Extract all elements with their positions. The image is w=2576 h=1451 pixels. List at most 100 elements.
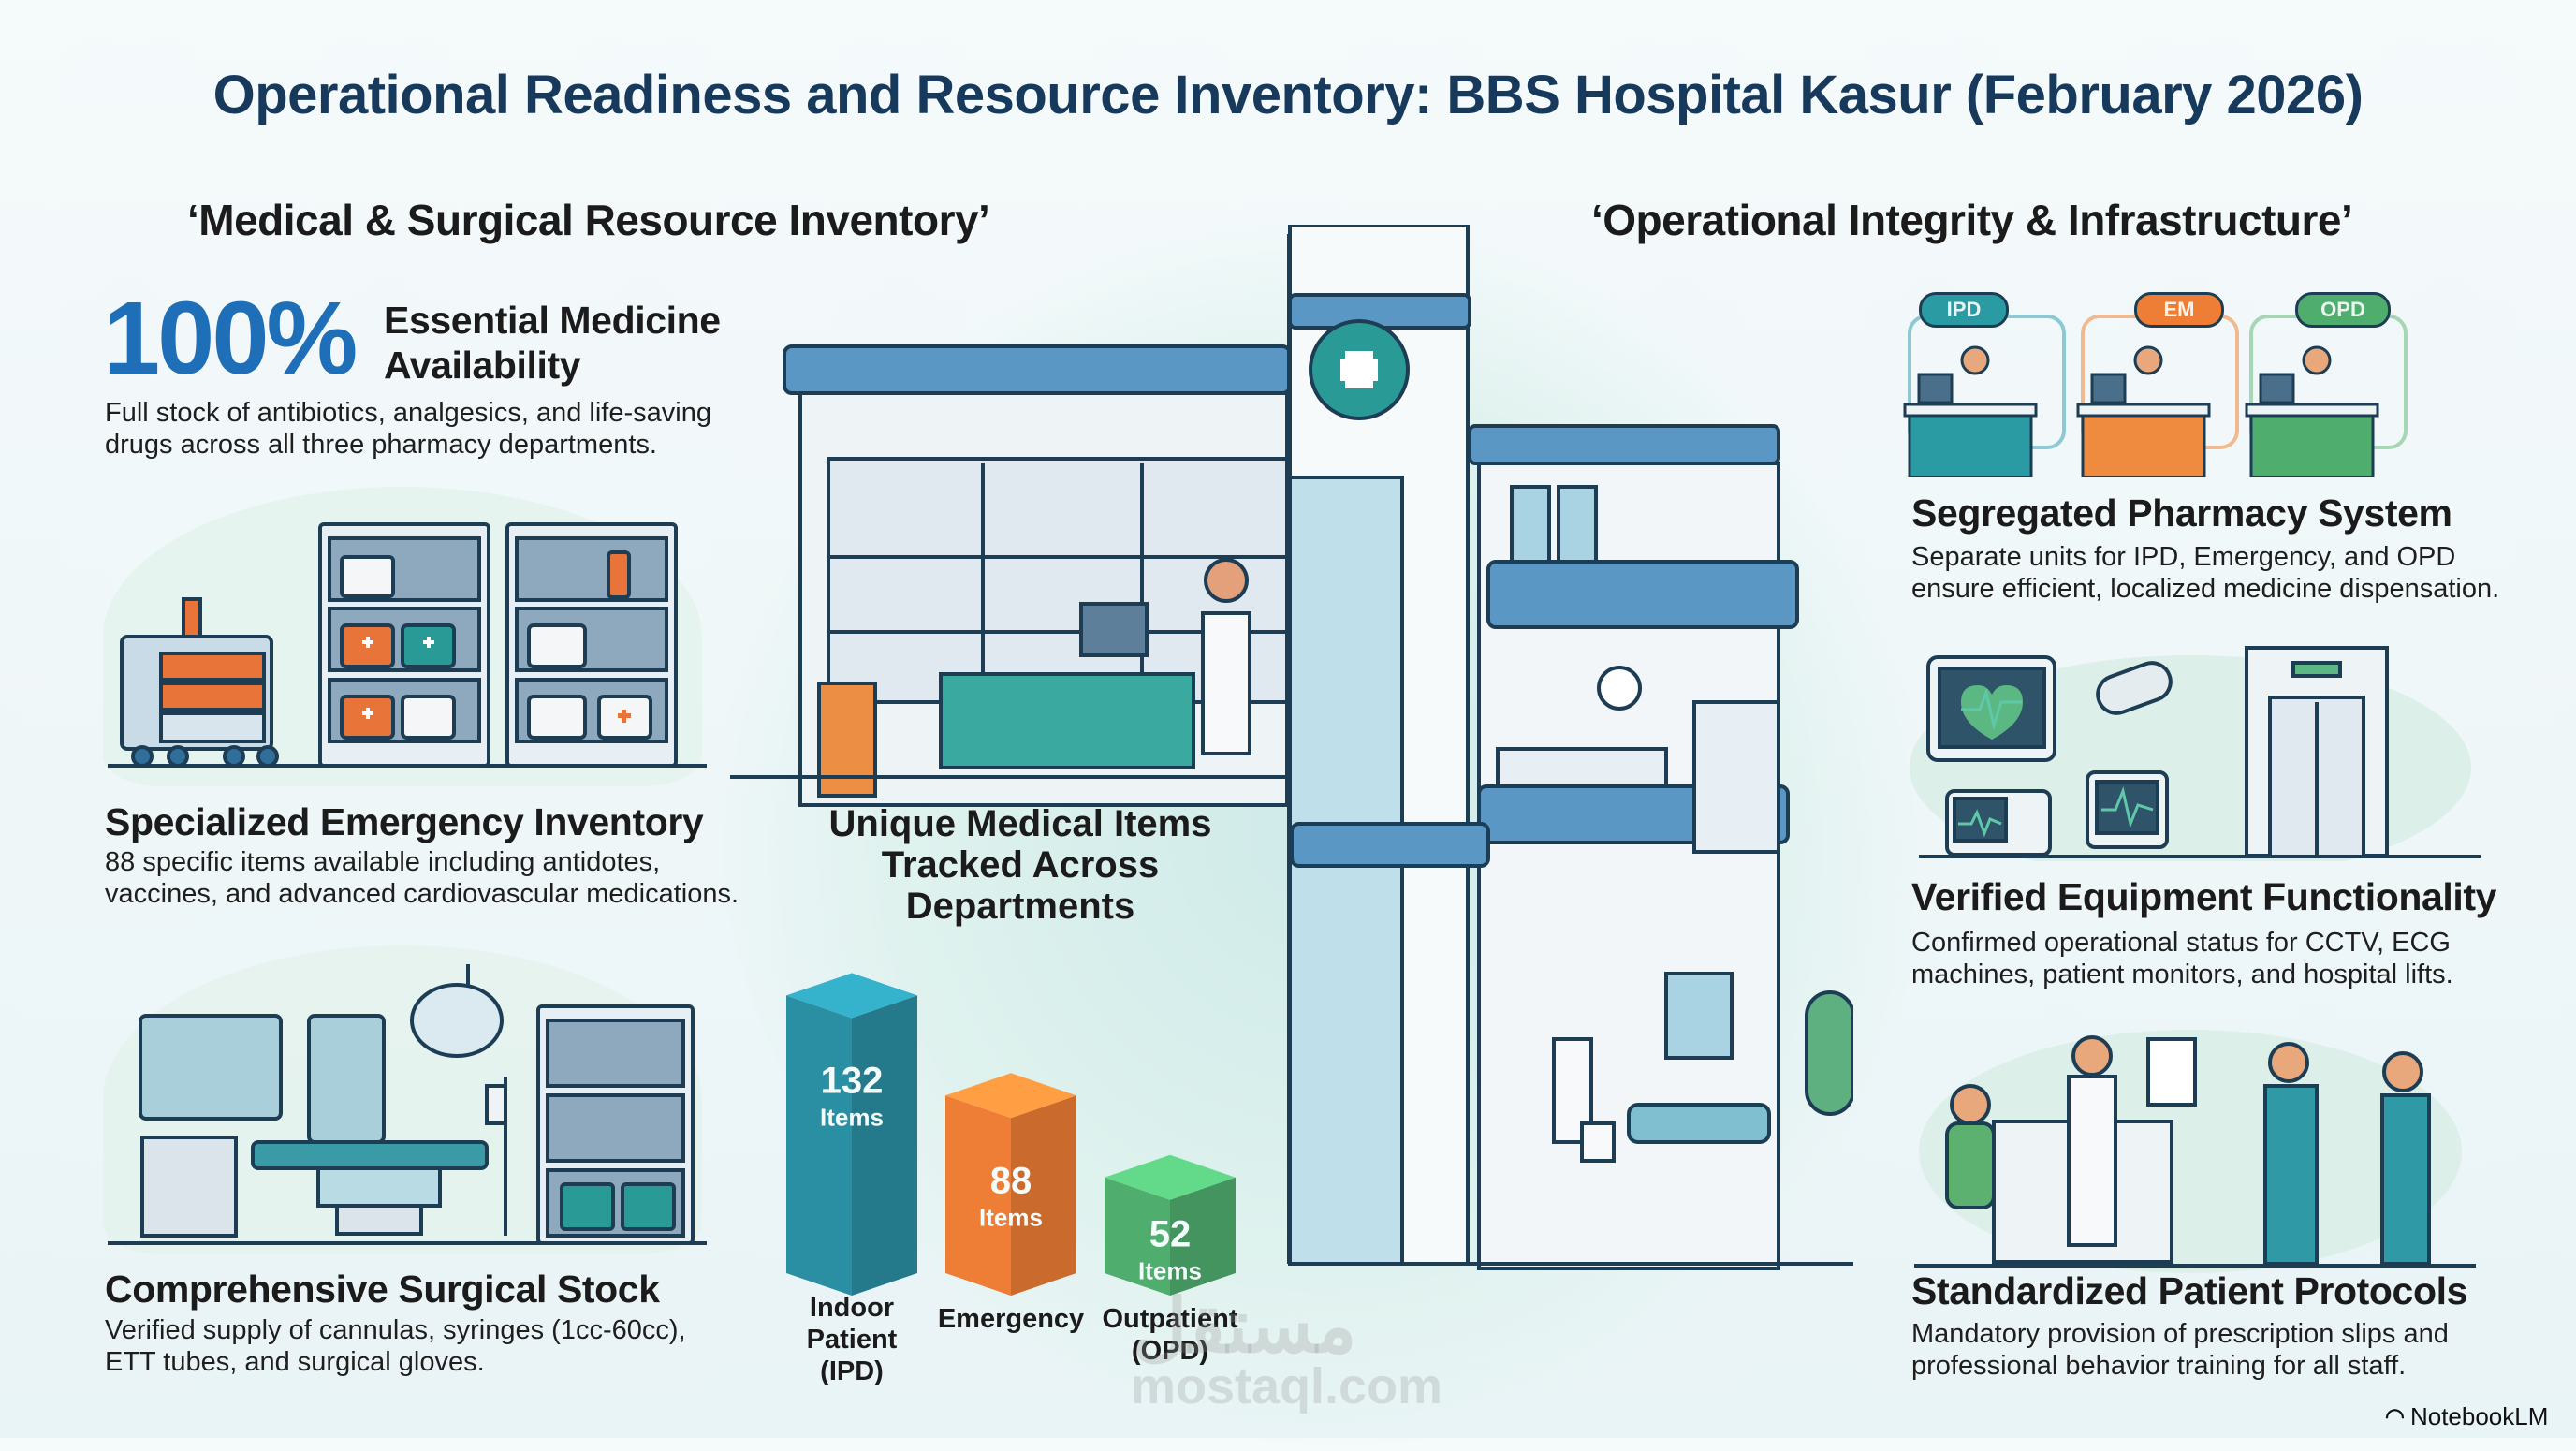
- potted-plant-icon: [1580, 1121, 1616, 1163]
- pharmacy-desc: Separate units for IPD, Emergency, and O…: [1911, 541, 2499, 605]
- ward-door: [1692, 700, 1780, 854]
- pharmacy-desc-line2: ensure efficient, localized medicine dis…: [1911, 574, 2500, 604]
- protocols-desc-line1: Mandatory provision of prescription slip…: [1911, 1319, 2449, 1349]
- emergency-inventory-illustration: [108, 522, 707, 768]
- floor-slab-1: [1486, 560, 1799, 629]
- bar-face-left: [945, 1095, 1011, 1296]
- protocols-desc: Mandatory provision of prescription slip…: [1911, 1318, 2449, 1382]
- bar-face-left: [1105, 1177, 1170, 1296]
- doctor-figure: [2067, 1075, 2117, 1247]
- chart-title-line1: Unique Medical Items: [828, 803, 1212, 844]
- essential-desc-line2: drugs across all three pharmacy departme…: [105, 430, 657, 460]
- bar-category-label-line: Patient: [806, 1325, 898, 1355]
- protocols-desc-line2: professional behavior training for all s…: [1911, 1351, 2407, 1381]
- essential-stat: 100%: [103, 281, 358, 396]
- bar-unit-label: Items: [820, 1103, 884, 1131]
- bar-category-label-line: (IPD): [820, 1356, 884, 1386]
- bar-category-label-line: Emergency: [937, 1304, 1085, 1334]
- prescription-clipboard-icon: [2146, 1037, 2197, 1107]
- bar-face-right: [1011, 1095, 1076, 1296]
- computer-monitor-icon: [1079, 602, 1149, 657]
- surgical-title: Comprehensive Surgical Stock: [105, 1268, 660, 1311]
- bar-category-label-line: (OPD): [1131, 1336, 1209, 1366]
- bar-face-top: [1105, 1154, 1236, 1200]
- em-monitor-icon: [2090, 373, 2127, 404]
- bar-unit-label: Items: [979, 1203, 1043, 1231]
- bar-value-label: 88: [990, 1160, 1032, 1201]
- emergency-title: Specialized Emergency Inventory: [105, 800, 704, 843]
- bar-unit-label: Items: [1138, 1257, 1202, 1285]
- drawer-cabinet-icon: [140, 1136, 238, 1238]
- ipd-pharmacist-icon: [1960, 345, 1990, 375]
- bar-category-label-line: Indoor: [809, 1293, 895, 1323]
- notebooklm-label: NotebookLM: [2409, 1402, 2549, 1430]
- badge-opd: OPD: [2295, 292, 2391, 328]
- pharmacist-figure: [1201, 611, 1251, 755]
- ipd-counter: [1908, 410, 2033, 477]
- wall-clock-icon: [1597, 666, 1642, 711]
- shelf-right-icon: [505, 522, 678, 768]
- operating-table-icon: [251, 1140, 489, 1170]
- em-counter: [2081, 410, 2206, 477]
- surgical-lamp-icon: [410, 983, 504, 1058]
- pharmacy-counter: [939, 672, 1195, 769]
- instrument-tray-icon: [307, 1014, 386, 1144]
- essential-label: Essential Medicine Availability: [384, 298, 721, 388]
- plus-icons: [362, 637, 434, 719]
- bar-value-label: 52: [1149, 1214, 1192, 1255]
- medical-cart-icon: [120, 597, 279, 768]
- patient-bed-icon: [1627, 1103, 1771, 1144]
- notebooklm-brand: ◠ NotebookLM: [2385, 1402, 2548, 1431]
- chart-title: Unique Medical Items Tracked Across Depa…: [768, 803, 1273, 927]
- watermark-latin: mostaql.com: [1131, 1358, 1443, 1414]
- patient-figure: [1945, 1121, 1996, 1209]
- bar-face-top: [786, 973, 917, 1019]
- emergency-desc-line1: 88 specific items available including an…: [105, 847, 661, 877]
- surgical-desc-line2: ETT tubes, and surgical gloves.: [105, 1347, 485, 1377]
- essential-desc: Full stock of antibiotics, analgesics, a…: [105, 397, 711, 461]
- opd-pharmacist-icon: [2302, 345, 2332, 375]
- emergency-desc: 88 specific items available including an…: [105, 846, 739, 910]
- pharmacy-title: Segregated Pharmacy System: [1911, 491, 2452, 535]
- essential-desc-line1: Full stock of antibiotics, analgesics, a…: [105, 398, 711, 428]
- essential-label-line2: Availability: [384, 344, 581, 387]
- em-pharmacist-icon: [2133, 345, 2163, 375]
- surgical-desc: Verified supply of cannulas, syringes (1…: [105, 1314, 686, 1378]
- bar-value-label: 132: [821, 1060, 884, 1101]
- badge-ipd: IPD: [1919, 292, 2009, 328]
- left-section-heading: ‘Medical & Surgical Resource Inventory’: [187, 196, 990, 244]
- essential-label-line1: Essential Medicine: [384, 299, 721, 342]
- bar-category-label: Outpatient(OPD): [1086, 1303, 1254, 1367]
- equipment-desc-line2: machines, patient monitors, and hospital…: [1911, 960, 2453, 989]
- equipment-desc: Confirmed operational status for CCTV, E…: [1911, 927, 2453, 990]
- surgical-desc-line1: Verified supply of cannulas, syringes (1…: [105, 1315, 686, 1345]
- badge-em: EM: [2134, 292, 2224, 328]
- opd-monitor-icon: [2259, 373, 2295, 404]
- pharmacy-desc-line1: Separate units for IPD, Emergency, and O…: [1911, 542, 2456, 572]
- watermark-arabic: مستقل: [1133, 1284, 1357, 1368]
- emergency-desc-line2: vaccines, and advanced cardiovascular me…: [105, 879, 739, 909]
- nurse-figure-1: [2263, 1084, 2319, 1266]
- bar-face-left: [786, 995, 852, 1296]
- center-divider: [1287, 234, 1291, 1264]
- equipment-illustration: [1910, 646, 2481, 861]
- pharmacy-roof: [783, 344, 1292, 395]
- tower-glass: [1288, 476, 1404, 1266]
- bar-category-label: Emergency: [927, 1303, 1095, 1335]
- segregated-pharmacy-illustration: [1903, 315, 2408, 477]
- bar-face-right: [1170, 1177, 1236, 1296]
- nurse-figure-2: [2380, 1093, 2431, 1266]
- notebooklm-logo-icon: ◠: [2385, 1404, 2405, 1429]
- tree-icon: [1805, 990, 1853, 1116]
- opd-counter: [2249, 410, 2375, 477]
- equipment-desc-line1: Confirmed operational status for CCTV, E…: [1911, 928, 2451, 958]
- page-title: Operational Readiness and Resource Inven…: [212, 65, 2364, 125]
- cctv-camera-icon: [2096, 661, 2173, 715]
- instrument-board-icon: [139, 1014, 283, 1121]
- protocols-title: Standardized Patient Protocols: [1911, 1269, 2467, 1312]
